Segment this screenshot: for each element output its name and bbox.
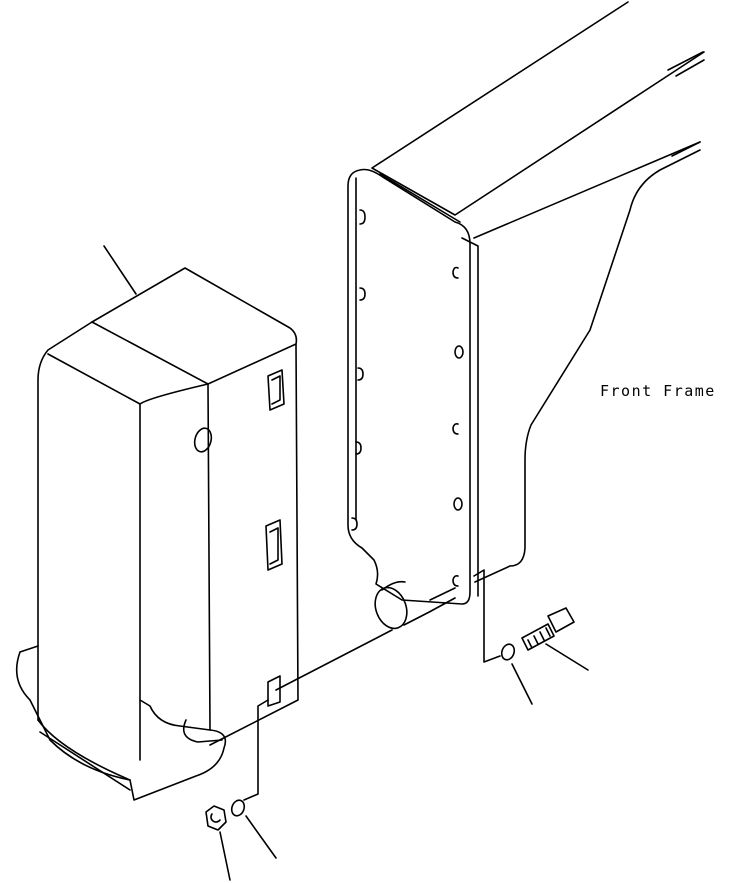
counterweight-hole — [193, 427, 213, 453]
frame-front-plate — [347, 168, 471, 605]
frame-bolt-holes — [351, 209, 464, 587]
counterweight-slot-lower — [267, 675, 281, 707]
counterweight-slot-upper — [267, 369, 285, 411]
counterweight-side-face — [209, 343, 299, 746]
assembly-line-right — [473, 569, 501, 663]
counterweight-front-edge — [139, 383, 211, 731]
assembly-line-left — [275, 629, 393, 691]
counterweight-leader-line — [103, 245, 137, 295]
frame-side-highlight — [671, 141, 701, 157]
bolt-right — [521, 607, 575, 651]
nut-washer-bottom-group — [205, 799, 277, 881]
frame-pivot-detail — [429, 587, 456, 601]
frame-top-edge-inner — [379, 173, 461, 223]
washer-bottom — [230, 799, 246, 817]
counterweight-top-face — [91, 267, 298, 385]
leader-line-nut — [219, 831, 231, 881]
assembly-lines — [243, 569, 501, 801]
counterweight-foot-detail — [182, 719, 223, 743]
counterweight-foot-inner — [37, 719, 131, 791]
frame-pivot-boss — [374, 586, 408, 630]
bolt-washer-right-group — [500, 607, 589, 705]
frame-pivot-boss-body — [381, 580, 456, 626]
frame-front-plate-inner — [355, 177, 479, 597]
leader-line-washer-bottom — [245, 815, 277, 859]
leader-line-bolt — [545, 643, 589, 671]
frame-top-highlight-1 — [667, 51, 705, 77]
frame-top-face — [371, 1, 705, 216]
counterweight — [15, 245, 299, 801]
nut-bottom — [205, 805, 227, 831]
front-frame — [347, 1, 705, 630]
frame-side-outline — [473, 141, 701, 583]
counterweight-front-face — [37, 321, 141, 761]
counterweight-slot-middle — [265, 519, 283, 571]
leader-line-washer-right — [511, 663, 533, 705]
front-frame-label: Front Frame — [600, 382, 716, 400]
assembly-line-bottom — [243, 699, 269, 801]
counterweight-foot — [15, 645, 227, 801]
washer-right — [500, 643, 516, 661]
